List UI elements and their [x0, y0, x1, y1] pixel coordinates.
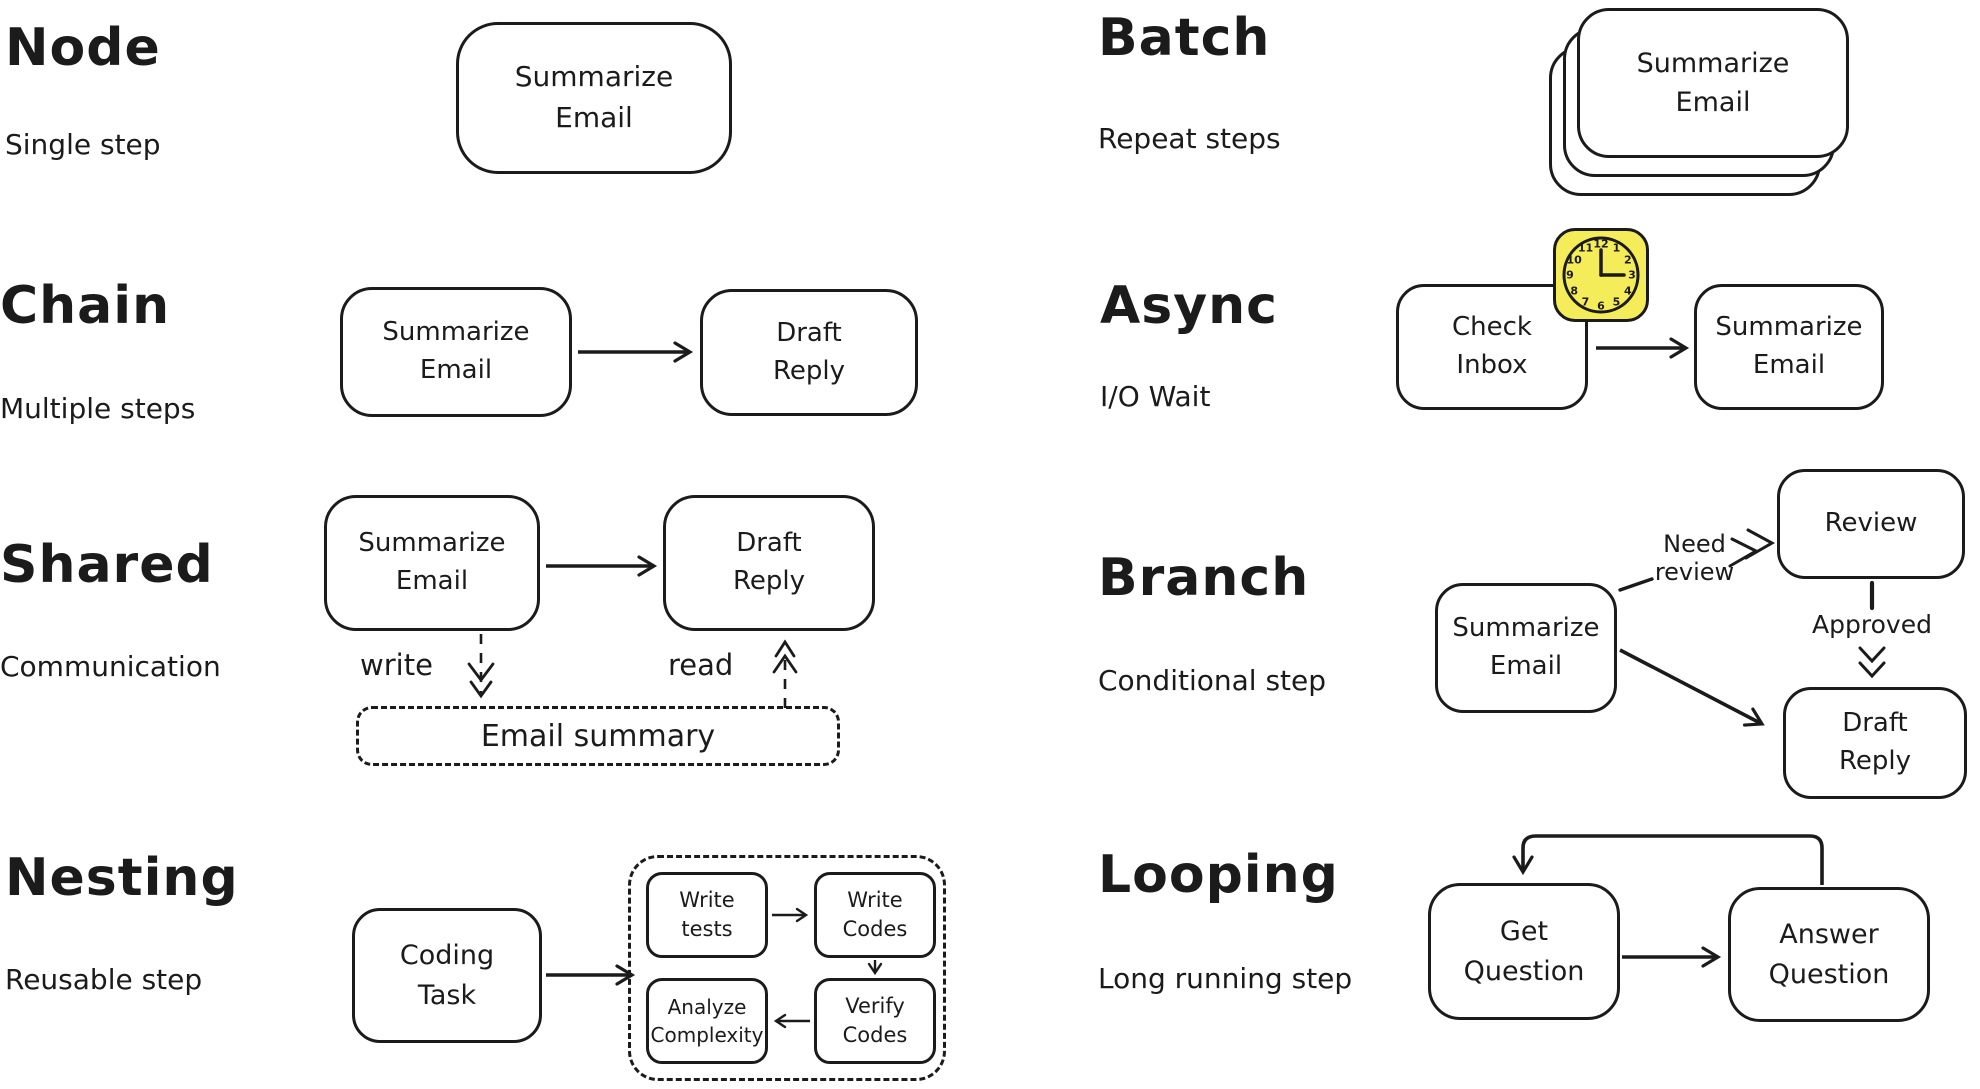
batch-box-label: Summarize Email [1636, 47, 1790, 118]
clock-number: 3 [1628, 268, 1636, 282]
shared-box-draft: Draft Reply [663, 495, 875, 631]
branch-draft-label: Draft Reply [1838, 708, 1911, 776]
looping-subtitle: Long running step [1098, 962, 1353, 995]
clock-number: 5 [1612, 295, 1621, 309]
clock-number: 11 [1577, 241, 1594, 255]
batch-title: Batch [1098, 8, 1271, 68]
branch-box-review: Review [1777, 469, 1965, 579]
chain-box1-label: Summarize Email [382, 317, 530, 385]
clock-number: 4 [1624, 284, 1632, 297]
branch-box-draft: Draft Reply [1783, 687, 1967, 799]
shared-subtitle: Communication [0, 650, 221, 683]
branch-approved-chevron-inner [1858, 661, 1886, 679]
shared-store-box: Email summary [356, 706, 840, 766]
branch-need-review-label: Need review [1654, 530, 1735, 586]
batch-card-front: Summarize Email [1577, 8, 1849, 158]
nesting-inner4-label: Analyze Complexity [650, 995, 764, 1047]
shared-title: Shared [0, 535, 214, 595]
node-title: Node [5, 18, 161, 78]
shared-store-label: Email summary [480, 718, 716, 754]
nesting-box-analyze-complexity: Analyze Complexity [646, 978, 768, 1064]
nesting-box-coding-task: Coding Task [352, 908, 542, 1043]
shared-write-label: write [360, 648, 433, 682]
looping-box-get-question: Get Question [1428, 883, 1620, 1020]
branch-title: Branch [1098, 548, 1310, 608]
branch-need-chevron-front [1744, 528, 1776, 560]
shared-box2-label: Draft Reply [732, 528, 805, 596]
nesting-inner3-label: Verify Codes [842, 993, 908, 1047]
clock-number: 10 [1566, 253, 1582, 266]
shared-write-arrowhead-outer [467, 662, 495, 683]
node-subtitle: Single step [5, 128, 161, 161]
async-box2-label: Summarize Email [1715, 312, 1863, 380]
shared-box-summarize: Summarize Email [324, 495, 540, 631]
async-title: Async [1100, 276, 1278, 336]
clock-number: 2 [1624, 253, 1632, 266]
clock-number: 6 [1597, 299, 1605, 313]
async-box-check-inbox: Check Inbox [1396, 284, 1588, 410]
batch-subtitle: Repeat steps [1098, 122, 1281, 155]
branch-subtitle: Conditional step [1098, 664, 1327, 697]
shared-read-arrowhead-outer [772, 653, 798, 674]
clock-number: 7 [1581, 295, 1590, 309]
branch-box-summarize: Summarize Email [1435, 583, 1617, 713]
clock-circle [1562, 236, 1640, 314]
chain-box-summarize: Summarize Email [340, 287, 572, 417]
nesting-box-verify-codes: Verify Codes [814, 978, 936, 1064]
clock-number: 12 [1593, 237, 1609, 251]
branch-direct-arrow [1619, 648, 1765, 727]
branch-approved-label: Approved [1812, 610, 1932, 639]
nesting-inner2-label: Write Codes [842, 887, 908, 941]
looping-box2-label: Answer Question [1768, 919, 1890, 990]
branch-source-label: Summarize Email [1452, 613, 1600, 681]
clock-face-svg [1562, 236, 1640, 314]
looping-box1-label: Get Question [1463, 916, 1585, 987]
chain-box-draft: Draft Reply [700, 289, 918, 416]
nesting-title: Nesting [5, 848, 239, 908]
shared-write-arrowhead-inner [469, 680, 493, 699]
looping-return-arrow [1512, 834, 1824, 885]
async-subtitle: I/O Wait [1100, 380, 1211, 413]
async-box1-label: Check Inbox [1452, 312, 1532, 380]
nesting-box-write-tests: Write tests [646, 872, 768, 958]
nesting-box-write-codes: Write Codes [814, 872, 936, 958]
chain-box2-label: Draft Reply [772, 317, 845, 386]
node-box: Summarize Email [456, 22, 732, 174]
nesting-outer-label: Coding Task [399, 940, 495, 1011]
node-box-label: Summarize Email [514, 60, 674, 134]
looping-title: Looping [1098, 845, 1339, 905]
shared-read-label: read [668, 648, 734, 682]
shared-read-arrowhead-inner [774, 639, 796, 658]
branch-review-label: Review [1824, 508, 1918, 539]
clock-number: 1 [1612, 241, 1621, 255]
nesting-subtitle: Reusable step [5, 963, 203, 996]
async-box-summarize: Summarize Email [1694, 284, 1884, 410]
looping-box-answer-question: Answer Question [1728, 887, 1930, 1022]
shared-box1-label: Summarize Email [358, 528, 506, 596]
clock-number: 8 [1570, 284, 1578, 297]
chain-subtitle: Multiple steps [0, 392, 196, 425]
branch-approved-chevron-outer [1858, 646, 1886, 664]
nesting-inner1-label: Write tests [679, 887, 735, 941]
clock-number: 9 [1566, 268, 1574, 282]
chain-title: Chain [0, 276, 171, 336]
